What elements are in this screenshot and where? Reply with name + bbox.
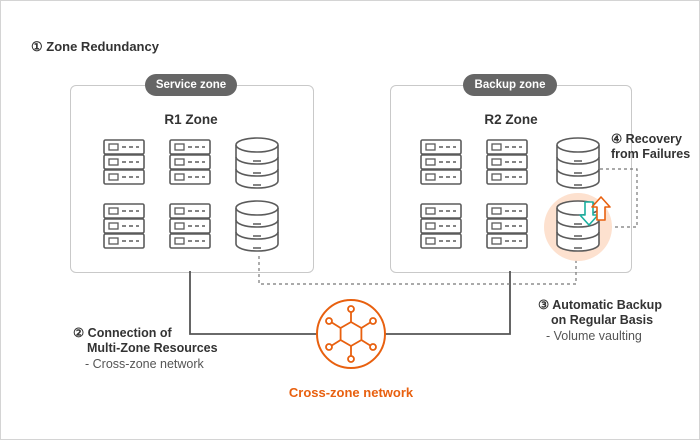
service-zone-pill: Service zone	[145, 74, 237, 96]
connection-label-line1: ② Connection of	[73, 326, 172, 340]
connection-label-line2: Multi-Zone Resources	[87, 341, 218, 355]
cross-zone-link-right	[383, 271, 511, 335]
recovery-path-dashed	[600, 168, 638, 228]
server-icon	[104, 140, 144, 184]
database-icon	[556, 137, 600, 189]
backup-label-line3: - Volume vaulting	[546, 329, 642, 343]
diagram-title: ① Zone Redundancy	[31, 39, 159, 54]
server-icon	[421, 140, 461, 184]
backup-label-line2: on Regular Basis	[551, 313, 654, 327]
backup-zone-pill: Backup zone	[463, 74, 557, 96]
recovery-label-line1: ④ Recovery	[611, 132, 682, 146]
r1-zone-title: R1 Zone	[164, 112, 218, 127]
backup-label-line1: ③ Automatic Backup	[538, 298, 662, 312]
r2-zone-title: R2 Zone	[484, 112, 538, 127]
server-icon	[170, 140, 210, 184]
database-icon	[235, 137, 279, 189]
server-icon	[421, 204, 461, 248]
server-icon	[487, 204, 527, 248]
recovery-label-line2: from Failures	[611, 147, 691, 161]
server-icon	[487, 140, 527, 184]
backup-path-dashed	[258, 256, 577, 285]
cross-zone-link-left	[189, 271, 319, 335]
network-hub-icon	[316, 299, 386, 369]
cross-zone-network-label: Cross-zone network	[288, 385, 414, 400]
recovery-arrow-icon	[579, 196, 611, 226]
database-icon	[235, 200, 279, 252]
server-icon	[170, 204, 210, 248]
connection-label-line3: - Cross-zone network	[85, 357, 204, 371]
server-icon	[104, 204, 144, 248]
